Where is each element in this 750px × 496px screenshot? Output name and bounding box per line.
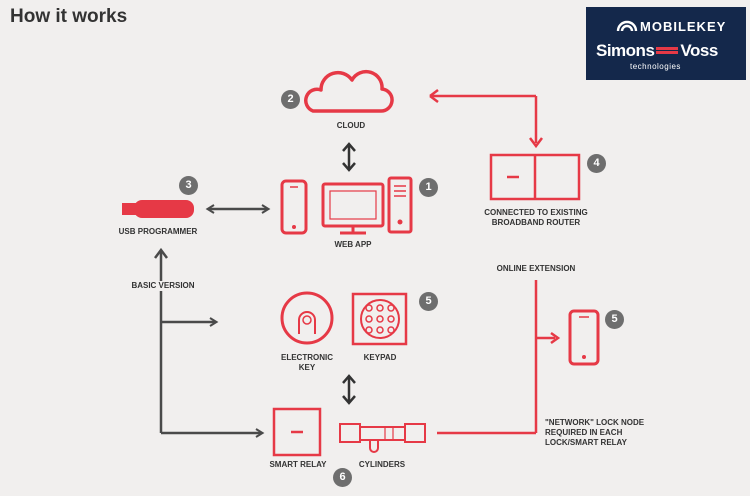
smartphone-right-icon bbox=[568, 309, 600, 366]
cloud-label: CLOUD bbox=[336, 121, 366, 130]
mobilekey-arc-icon bbox=[616, 20, 638, 32]
logo-brand-name: Simons Voss bbox=[596, 41, 718, 61]
electronic-key-label-line2: KEY bbox=[298, 363, 316, 372]
step-badge-usb: 3 bbox=[179, 176, 198, 195]
mobilekey-simonsvoss-logo: MOBILEKEY Simons Voss technologies bbox=[586, 7, 746, 80]
computer-monitor-icon bbox=[321, 182, 385, 235]
usb-programmer-label: USB PROGRAMMER bbox=[118, 227, 198, 236]
logo-product-name: MOBILEKEY bbox=[640, 19, 727, 34]
step-badge-phone: 5 bbox=[605, 310, 624, 329]
keys-locks-arrow bbox=[342, 374, 356, 405]
keypad-icon bbox=[351, 292, 408, 346]
usb-stick-icon bbox=[122, 200, 194, 218]
computer-tower-icon bbox=[387, 176, 413, 234]
cloud-router-connector bbox=[429, 89, 543, 149]
logo-brand-separator bbox=[656, 46, 679, 54]
cloud-webapp-arrow bbox=[342, 142, 356, 172]
cylinders-label: CYLINDERS bbox=[358, 460, 406, 469]
step-badge-keypad: 5 bbox=[419, 292, 438, 311]
router-icon bbox=[489, 153, 581, 201]
smart-relay-icon bbox=[272, 407, 322, 457]
logo-brand-right: Voss bbox=[680, 41, 718, 60]
step-badge-cylinders: 6 bbox=[333, 468, 352, 487]
cloud-icon bbox=[304, 69, 394, 113]
keypad-label: KEYPAD bbox=[363, 353, 397, 362]
online-extension-label: ONLINE EXTENSION bbox=[488, 264, 584, 274]
smartphone-icon bbox=[280, 179, 308, 235]
web-app-label: WEB APP bbox=[334, 240, 372, 249]
online-extension-connector bbox=[437, 280, 561, 435]
step-badge-web-app: 1 bbox=[419, 178, 438, 197]
page-title: How it works bbox=[10, 6, 128, 27]
logo-tagline: technologies bbox=[630, 62, 681, 71]
basic-version-connector bbox=[154, 247, 265, 438]
network-note-line1: "NETWORK" LOCK NODE bbox=[545, 418, 645, 427]
network-note-line2: REQUIRED IN EACH bbox=[545, 428, 623, 437]
router-label-line2: BROADBAND ROUTER bbox=[491, 218, 581, 227]
cylinder-lock-icon bbox=[339, 423, 426, 453]
router-label-line1: CONNECTED TO EXISTING bbox=[484, 208, 588, 217]
step-badge-router: 4 bbox=[587, 154, 606, 173]
smart-relay-label: SMART RELAY bbox=[269, 460, 327, 469]
electronic-key-label-line1: ELECTRONIC bbox=[281, 353, 333, 362]
network-note-line3: LOCK/SMART RELAY bbox=[545, 438, 627, 447]
logo-brand-left: Simons bbox=[596, 41, 655, 60]
step-badge-cloud: 2 bbox=[281, 90, 300, 109]
electronic-key-icon bbox=[280, 291, 334, 345]
basic-version-label: BASIC VERSION bbox=[126, 281, 200, 291]
